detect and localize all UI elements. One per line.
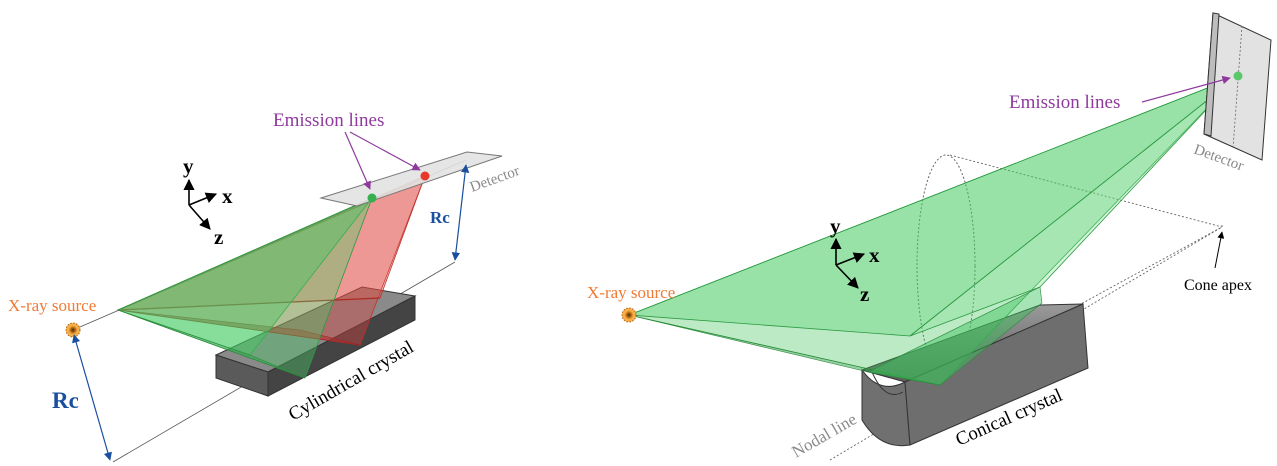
right-emission-arrow xyxy=(1141,75,1231,103)
right-cone-ellipse xyxy=(916,154,976,378)
right-apex-arrow xyxy=(1214,231,1225,269)
left-radius-label-top: Rc xyxy=(430,208,450,227)
left-radius-arrow-bottom xyxy=(72,334,112,461)
left-axis-x-label: x xyxy=(222,184,233,208)
right-emission-label: Emission lines xyxy=(1009,92,1120,113)
conical-crystal xyxy=(860,303,1089,447)
left-axis-z-label: z xyxy=(214,225,223,249)
right-emission-spot xyxy=(1233,71,1243,81)
left-red-line-spot xyxy=(420,171,430,181)
left-emission-arrow-green xyxy=(344,131,371,190)
right-green-beam xyxy=(627,75,1239,386)
left-radius-arrow-top xyxy=(451,164,470,261)
left-detector-label: Detector xyxy=(468,163,522,196)
left-source-icon xyxy=(65,322,81,338)
cylindrical-crystal xyxy=(214,286,417,397)
left-source-label: X-ray source xyxy=(8,296,96,315)
right-panel: y x z Emission lines Detector X-ray sour… xyxy=(587,12,1272,461)
left-emission-arrow-red xyxy=(349,131,421,171)
right-cone-line-top xyxy=(949,154,1223,228)
right-source-icon xyxy=(621,307,637,323)
left-axes-triad xyxy=(183,178,218,230)
left-radius-label-bottom: Rc xyxy=(52,388,79,413)
right-axis-z-label: z xyxy=(860,282,869,306)
right-apex-label: Cone apex xyxy=(1184,277,1252,294)
left-green-line-spot xyxy=(367,193,377,203)
left-emission-label: Emission lines xyxy=(273,110,384,131)
left-green-beam xyxy=(116,197,373,379)
left-panel: y x z Emission lines Detector X-ray sour… xyxy=(8,110,522,463)
left-axis-y-label: y xyxy=(183,154,194,178)
right-detector xyxy=(1203,12,1272,161)
right-axes-triad xyxy=(830,237,866,289)
right-source-label: X-ray source xyxy=(587,283,675,302)
right-nodal-label: Nodal line xyxy=(789,409,860,461)
right-axis-y-label: y xyxy=(830,214,841,238)
right-axis-x-label: x xyxy=(869,243,880,267)
